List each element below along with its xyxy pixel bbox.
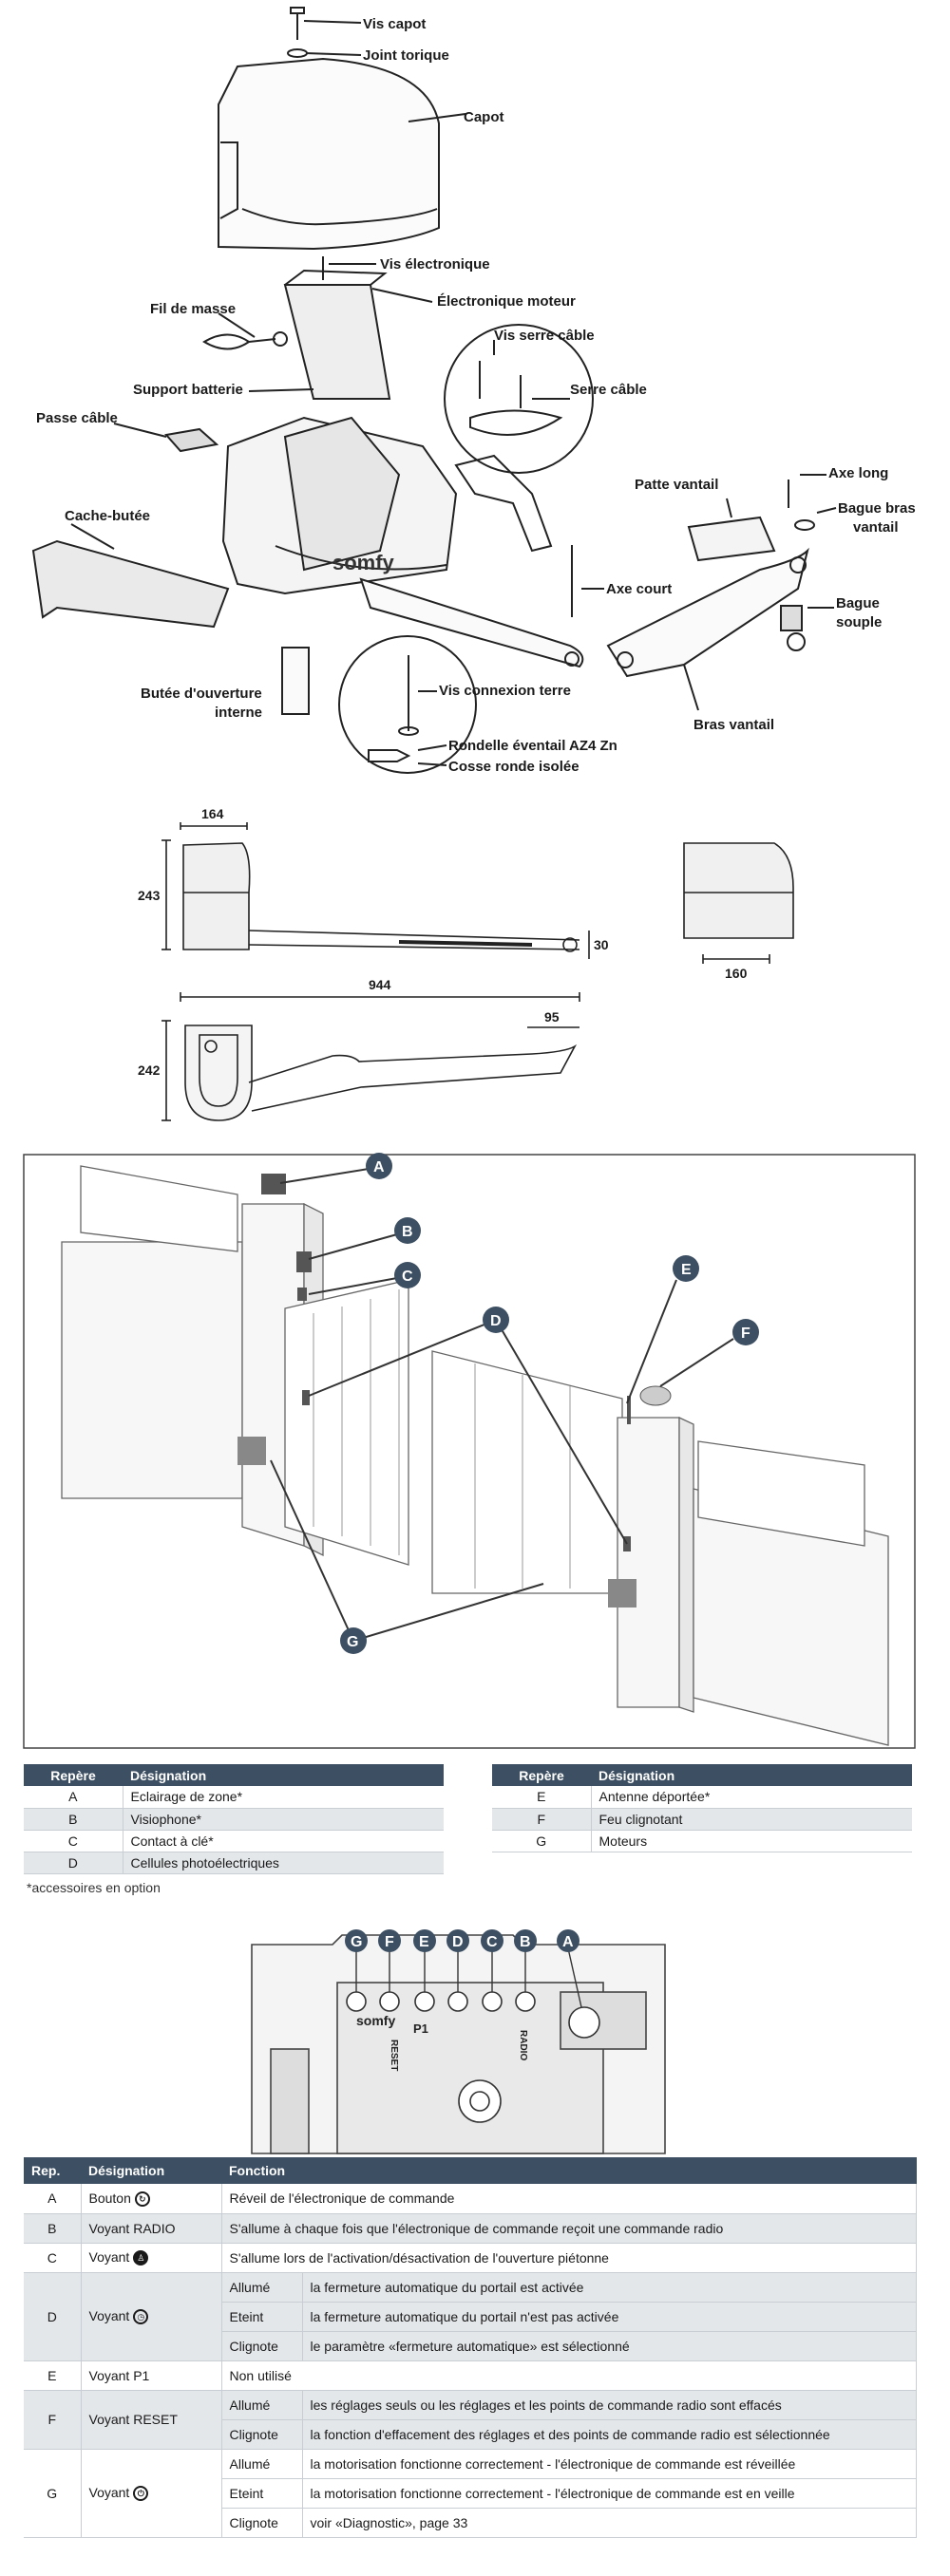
marker-e: E [681, 1262, 692, 1278]
dim-30: 30 [594, 937, 609, 952]
board-markers: G F E D C B A [345, 1929, 580, 1952]
marker-d: D [490, 1313, 502, 1329]
label-passe-cable: Passe câble [36, 410, 118, 426]
label-bague-bras-2: vantail [853, 519, 899, 536]
installation-diagram: A B C D E F G [23, 1153, 916, 1749]
dimension-drawings: 164 243 30 160 944 242 95 [0, 798, 950, 1139]
label-fil-masse: Fil de masse [150, 301, 236, 317]
exploded-diagram: somfy Vis capot Joint torique Capot Vis … [31, 7, 916, 775]
table-row: Eteint la fermeture automatique du porta… [24, 2302, 917, 2332]
table-row: A Bouton↻ Réveil de l'électronique de co… [24, 2184, 917, 2214]
board-marker-c: C [486, 1934, 498, 1950]
label-axe-long: Axe long [828, 465, 888, 481]
label-bras-vantail: Bras vantail [694, 717, 774, 733]
legend-header-rep: Repère [492, 1764, 591, 1786]
label-butee-interne: interne [215, 705, 262, 721]
label-support-batterie: Support batterie [133, 382, 243, 398]
installation-view: A B C D E F G [0, 1147, 950, 1755]
control-board-view: somfy P1 RESET RADIO G F E D C B A [0, 1907, 950, 2155]
label-serre-cable: Serre câble [570, 382, 647, 398]
label-bague-souple: Bague [836, 595, 880, 611]
legend-header-des: Désignation [123, 1764, 444, 1786]
marker-f: F [741, 1326, 750, 1342]
dim-944: 944 [369, 977, 391, 992]
board-marker-g: G [351, 1934, 362, 1950]
label-cosse: Cosse ronde isolée [448, 759, 580, 775]
wake-icon: ↻ [134, 2191, 150, 2207]
label-bague-bras: Bague bras [838, 500, 916, 517]
board-p1-label: P1 [413, 2021, 428, 2036]
label-rondelle: Rondelle éventail AZ4 Zn [448, 738, 618, 754]
function-header-rep: Rep. [24, 2157, 81, 2184]
function-header-fn: Fonction [221, 2157, 917, 2184]
label-cache-butee: Cache-butée [65, 508, 150, 524]
dim-95: 95 [544, 1009, 560, 1025]
table-row: F Voyant RESET Allumé les réglages seuls… [24, 2390, 917, 2450]
table-row: Clignote le paramètre «fermeture automat… [24, 2331, 917, 2361]
label-vis-electronique: Vis électronique [380, 256, 490, 273]
board-marker-d: D [452, 1934, 464, 1950]
board-marker-e: E [419, 1934, 429, 1950]
table-row: D Voyant◷ Allumé la fermeture automatiqu… [24, 2272, 917, 2361]
table-row: G Voyant⏻ Allumé la motorisation fonctio… [24, 2449, 917, 2538]
pedestrian-icon: ♙ [133, 2250, 149, 2266]
label-butee-ouverture: Butée d'ouverture [141, 686, 262, 702]
table-row: C Voyant♙ S'allume lors de l'activation/… [24, 2243, 917, 2273]
function-table: Rep. Désignation Fonction A Bouton↻ Réve… [24, 2157, 917, 2538]
accessories-note: *accessoires en option [27, 1880, 161, 1895]
control-board-diagram: somfy P1 RESET RADIO G F E D C B A [251, 1929, 666, 2154]
legend-header-rep: Repère [24, 1764, 123, 1786]
label-vis-connexion-terre: Vis connexion terre [439, 683, 571, 699]
board-marker-f: F [385, 1934, 394, 1950]
dim-243: 243 [138, 888, 161, 903]
board-brand-logo: somfy [356, 2013, 395, 2028]
function-header-des: Désignation [81, 2157, 221, 2184]
auto-close-icon: ◷ [133, 2309, 149, 2325]
table-row: E Voyant P1 Non utilisé [24, 2360, 917, 2391]
marker-a: A [373, 1159, 385, 1175]
table-row: B Voyant RADIO S'allume à chaque fois qu… [24, 2213, 917, 2244]
dim-242: 242 [138, 1062, 161, 1078]
table-row: Eteint la motorisation fonctionne correc… [24, 2478, 917, 2509]
screw-icon [290, 7, 305, 14]
label-vis-serre-cable: Vis serre câble [494, 328, 595, 344]
board-marker-a: A [562, 1934, 574, 1950]
board-marker-b: B [520, 1934, 531, 1950]
marker-b: B [402, 1224, 413, 1240]
board-reset-label: RESET [389, 2040, 399, 2071]
dimension-diagram: 164 243 30 160 944 242 95 [138, 806, 794, 1121]
label-patte-vantail: Patte vantail [635, 477, 718, 493]
label-bague-souple-2: souple [836, 614, 882, 630]
marker-g: G [347, 1634, 358, 1650]
dim-164: 164 [201, 806, 224, 821]
brand-logo: somfy [332, 551, 395, 574]
marker-c: C [402, 1269, 413, 1285]
table-row: Clignote voir «Diagnostic», page 33 [24, 2508, 917, 2538]
label-capot: Capot [464, 109, 504, 125]
board-radio-label: RADIO [518, 2030, 528, 2060]
legend-header-des: Désignation [591, 1764, 912, 1786]
label-joint-torique: Joint torique [363, 47, 449, 64]
power-icon: ⏻ [133, 2486, 149, 2502]
exploded-view: somfy Vis capot Joint torique Capot Vis … [0, 0, 950, 788]
dim-160: 160 [725, 966, 748, 981]
install-markers: A B C D E F G [340, 1153, 759, 1654]
label-electronique-moteur: Électronique moteur [437, 293, 576, 310]
label-vis-capot: Vis capot [363, 16, 426, 32]
table-row: Clignote la fonction d'effacement des ré… [24, 2419, 917, 2450]
label-axe-court: Axe court [606, 581, 672, 597]
